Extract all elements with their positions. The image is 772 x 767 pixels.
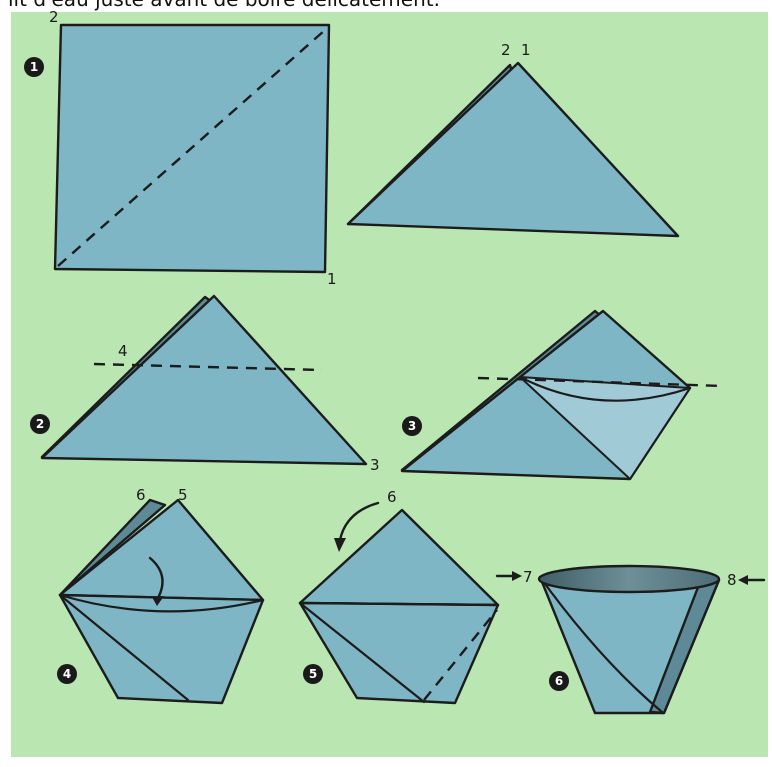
step5-fold-arrow [338,501,380,542]
square-corner-label-1: 1 [327,270,337,288]
step2-horizontal-fold-line [93,362,323,372]
step5-diagonal-fold-line [423,609,498,701]
step6-cup: 7 8 6 [495,564,766,715]
step1-square: 2 1 1 [24,8,337,288]
folded-triangle: 2 1 [346,41,680,238]
step6-left-arrowhead-icon [512,571,522,581]
step4-fold: 6 5 4 [57,486,265,705]
step5-horizontal-crease [298,601,500,607]
triangle-label-2: 2 [501,41,511,59]
step3-curved-crease [518,375,692,402]
step6-right-arrowhead-icon [738,575,748,585]
square-diagonal-fold-line [57,29,326,267]
step3-fold: 3 [400,309,725,481]
step3-number: 3 [408,419,416,433]
step4-curved-crease [58,593,265,613]
step4-marker [57,664,77,684]
step6-number: 6 [555,674,563,688]
step4-diagonal-crease [58,593,190,702]
caption-text: lit d'eau juste avant de boire délicatem… [8,0,440,11]
triangle-front-layer [346,61,680,238]
step2-marker [30,414,50,434]
step5-label-6: 6 [387,488,397,506]
step5-arrowhead-icon [334,538,346,552]
triangle-label-1: 1 [521,41,531,59]
step2-front-layer [40,294,368,466]
step4-lower-cup [58,593,265,705]
step5-diagonal-crease [298,601,426,704]
step4-fold-arrow [148,556,164,600]
step1-number: 1 [30,60,38,74]
step6-marker [549,671,569,691]
step5-marker [303,664,323,684]
step4-label-6: 6 [136,486,146,504]
step4-number: 4 [63,667,71,681]
step3-folded-flap [519,376,691,480]
step6-cup-rim [537,564,721,594]
step1-marker [24,57,44,77]
step2-number: 2 [36,417,44,431]
step4-back-layer [58,498,167,597]
step2-label-3: 3 [370,456,380,474]
step6-cup-crease [538,575,664,714]
step6-label-8: 8 [727,571,737,589]
step5-fold: 6 5 [298,488,500,705]
square-corner-label-2: 2 [49,8,59,26]
step4-label-5: 5 [178,486,188,504]
step3-horizontal-fold-line [477,376,725,388]
step3-marker [402,416,422,436]
step2-triangle: 4 3 2 [30,294,380,474]
step5-number: 5 [309,667,317,681]
step2-label-4: 4 [118,342,128,360]
step4-arrowhead-icon [152,596,164,606]
step6-label-7: 7 [523,568,533,586]
